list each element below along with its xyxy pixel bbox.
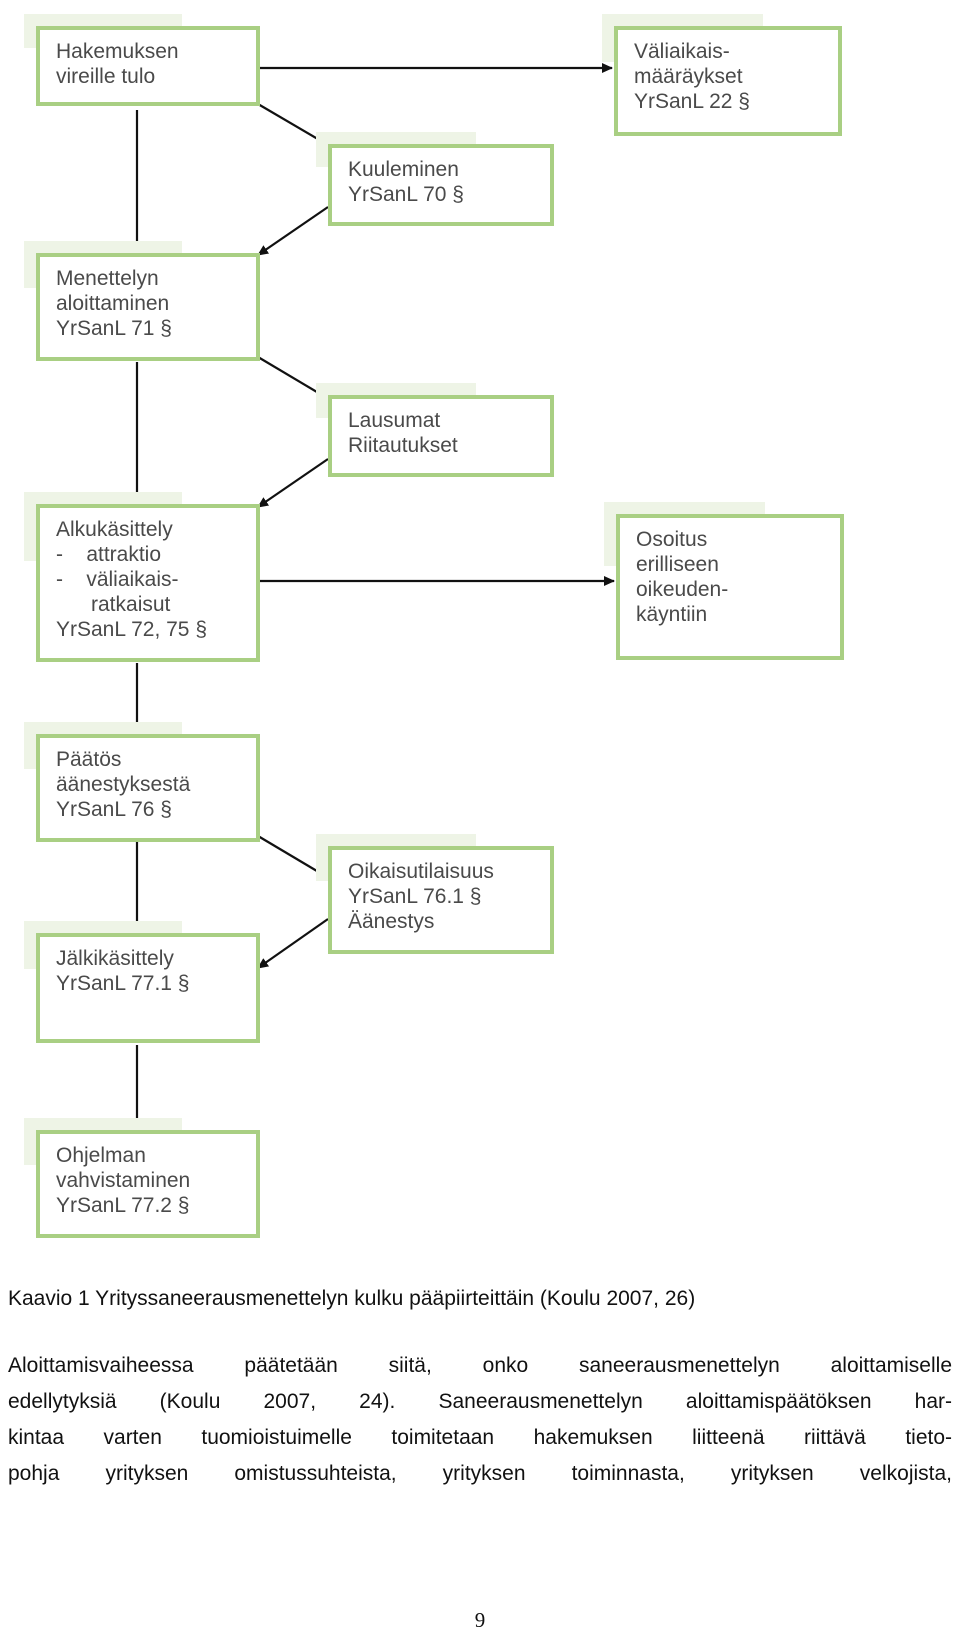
figure-caption: Kaavio 1 Yrityssaneerausmenettelyn kulku… [8, 1287, 696, 1310]
node-label-line: oikeuden- [636, 578, 728, 601]
paragraph-line: pohja yrityksen omistussuhteista, yrityk… [8, 1462, 952, 1485]
page-number: 9 [474, 1608, 486, 1632]
node-label: Alkukäsittely- attraktio- väliaikais- ra… [56, 518, 207, 641]
node-label-line: vireille tulo [56, 65, 155, 88]
edge-paatos-to-oikaisu [257, 835, 328, 878]
node-label-line: YrSanL 71 § [56, 317, 172, 340]
node-label-line: käyntiin [636, 603, 707, 626]
node-label-line: YrSanL 76.1 § [348, 885, 482, 908]
node-label-line: äänestyksestä [56, 773, 191, 796]
node-label-line: YrSanL 77.2 § [56, 1194, 190, 1217]
node-label-line: Riitautukset [348, 434, 458, 457]
node-label-line: Hakemuksen [56, 40, 179, 63]
node-box [328, 144, 554, 226]
node-box [36, 26, 260, 106]
node-label-line: YrSanL 70 § [348, 183, 464, 206]
node-box [36, 253, 260, 361]
node-box [614, 26, 842, 136]
node-box [36, 1130, 260, 1238]
node-label-line: määräykset [634, 65, 743, 88]
paragraph-line: edellytyksiä (Koulu 2007, 24). Saneeraus… [8, 1390, 952, 1413]
body-paragraph: Aloittamisvaiheessa päätetään siitä, onk… [8, 1348, 952, 1492]
node-box [36, 504, 260, 662]
diagram-node-alkukasittely: Alkukäsittely- attraktio- väliaikais- ra… [24, 492, 260, 662]
node-box [36, 734, 260, 842]
node-label-line: YrSanL 72, 75 § [56, 618, 207, 641]
node-label-line: Lausumat [348, 409, 440, 432]
paragraph-line: kintaa varten tuomioistuimelle toimiteta… [8, 1426, 952, 1449]
edge-kuuleminen-to-menettely [257, 206, 329, 256]
diagram-edges [132, 63, 615, 1132]
node-box [328, 846, 554, 954]
node-box [616, 514, 844, 660]
edge-menettely-to-lausumat [257, 356, 328, 399]
node-label-line: - väliaikais- [56, 568, 179, 591]
node-label-line: ratkaisut [56, 593, 171, 616]
node-label-line: YrSanL 77.1 § [56, 972, 190, 995]
node-box [328, 395, 554, 477]
node-label-line: Osoitus [636, 528, 707, 551]
node-label-line: Väliaikais- [634, 40, 730, 63]
node-label-line: Kuuleminen [348, 158, 459, 181]
node-label-line: Alkukäsittely [56, 518, 173, 541]
node-label-line: Äänestys [348, 910, 434, 933]
edge-oikaisu-to-jalkikasittely [257, 918, 329, 969]
node-label-line: Oikaisutilaisuus [348, 860, 494, 883]
node-label-line: YrSanL 22 § [634, 90, 750, 113]
node-box [36, 933, 260, 1043]
node-label-line: aloittaminen [56, 292, 169, 315]
node-label-line: Päätös [56, 748, 121, 771]
edge-lausumat-to-alkukasittely [257, 458, 329, 508]
paragraph-line: Aloittamisvaiheessa päätetään siitä, onk… [8, 1354, 952, 1377]
node-label-line: erilliseen [636, 553, 719, 576]
node-label-line: - attraktio [56, 543, 161, 566]
node-label-line: vahvistaminen [56, 1169, 190, 1192]
node-label-line: Menettelyn [56, 267, 159, 290]
node-label-line: Jälkikäsittely [56, 947, 174, 970]
node-label-line: Ohjelman [56, 1144, 146, 1167]
node-label-line: YrSanL 76 § [56, 798, 172, 821]
